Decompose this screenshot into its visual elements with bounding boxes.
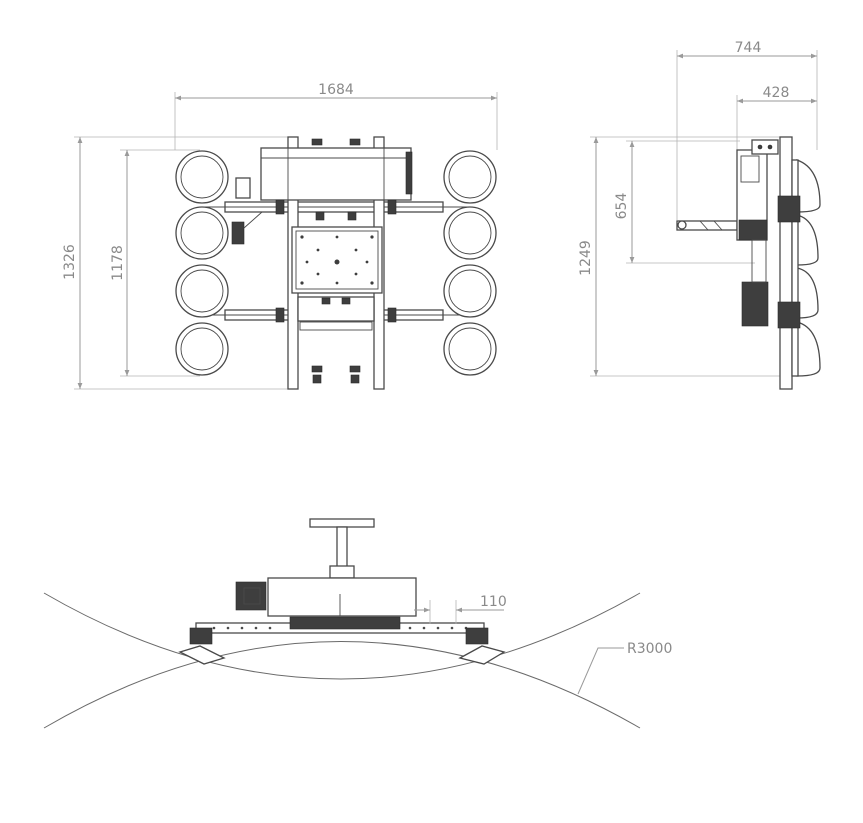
suction-pad bbox=[443, 264, 497, 318]
suction-pad bbox=[443, 322, 497, 376]
control-box-motor bbox=[738, 219, 768, 241]
handle-break-mark bbox=[699, 220, 709, 231]
center-plate-inner bbox=[295, 230, 379, 290]
side-view: 744 428 1249 654 bbox=[578, 40, 821, 390]
curve-motor-end bbox=[235, 581, 267, 611]
curve-left-pad bbox=[178, 645, 226, 665]
curve-right-pad bbox=[458, 645, 506, 665]
height-dimension-label: 1249 bbox=[578, 240, 594, 276]
curve-left-clamp bbox=[189, 627, 213, 645]
radius-leader-line bbox=[577, 647, 624, 695]
suction-pad-inner bbox=[448, 269, 492, 313]
side-top-bracket bbox=[751, 139, 779, 155]
hose-coupling bbox=[235, 177, 251, 199]
inner-depth-dimension-label: 428 bbox=[763, 85, 790, 101]
suction-pad-inner bbox=[180, 155, 224, 199]
curve-motor-end-inner bbox=[243, 587, 261, 605]
suction-pad-inner bbox=[448, 211, 492, 255]
side-handle-knob bbox=[677, 220, 687, 230]
width-dimension-label: 1684 bbox=[318, 82, 354, 98]
suction-pads-left bbox=[175, 150, 229, 376]
motor-housing-center bbox=[287, 147, 385, 201]
side-valve bbox=[741, 281, 769, 327]
curve-handle-bar bbox=[309, 518, 375, 528]
inner-height-dimension-label: 1178 bbox=[110, 245, 126, 281]
rail-clamps bbox=[275, 138, 397, 384]
motor-housing bbox=[260, 147, 412, 201]
curve-center-clamps bbox=[289, 616, 401, 630]
top-view: 1684 1326 1178 bbox=[62, 82, 498, 390]
motor-end-cap bbox=[405, 151, 413, 195]
suction-pad-inner bbox=[448, 327, 492, 371]
lower-curved-surface bbox=[43, 641, 641, 729]
radius-label: R3000 bbox=[627, 641, 672, 657]
curve-right-clamp bbox=[465, 627, 489, 645]
side-clamp-lower bbox=[777, 301, 801, 329]
side-suction-pads bbox=[791, 159, 821, 377]
upper-curved-surface bbox=[43, 592, 641, 680]
suction-pad bbox=[443, 150, 497, 204]
suction-pad-inner bbox=[180, 269, 224, 313]
lower-block bbox=[297, 296, 375, 322]
handle-break-mark bbox=[713, 220, 723, 231]
outer-height-dimension-label: 1326 bbox=[62, 244, 78, 280]
suction-pad bbox=[175, 264, 229, 318]
offset-dimension-label: 110 bbox=[480, 594, 507, 610]
suction-pad-inner bbox=[448, 155, 492, 199]
control-box-panel bbox=[740, 155, 760, 183]
suction-pad bbox=[175, 206, 229, 260]
side-connector bbox=[751, 239, 767, 283]
suction-pad bbox=[175, 322, 229, 376]
suction-pads-right bbox=[443, 150, 497, 376]
side-frame-beam bbox=[779, 136, 793, 390]
lower-block-base bbox=[299, 321, 373, 331]
curve-motor-housing bbox=[267, 577, 417, 617]
side-clamp-upper bbox=[777, 195, 801, 223]
depth-dimension-label: 744 bbox=[735, 40, 762, 56]
suction-pad bbox=[443, 206, 497, 260]
curve-handle-base bbox=[329, 565, 355, 579]
arm-height-dimension-label: 654 bbox=[614, 193, 630, 220]
center-plate-bolts bbox=[300, 235, 374, 285]
suction-pad-inner bbox=[180, 327, 224, 371]
curve-view: 110 R3000 bbox=[43, 518, 672, 729]
valve-hose bbox=[243, 211, 263, 229]
valve-unit bbox=[231, 221, 245, 245]
suction-pad bbox=[175, 150, 229, 204]
curve-handle-stem bbox=[336, 526, 348, 572]
suction-pad-inner bbox=[180, 211, 224, 255]
